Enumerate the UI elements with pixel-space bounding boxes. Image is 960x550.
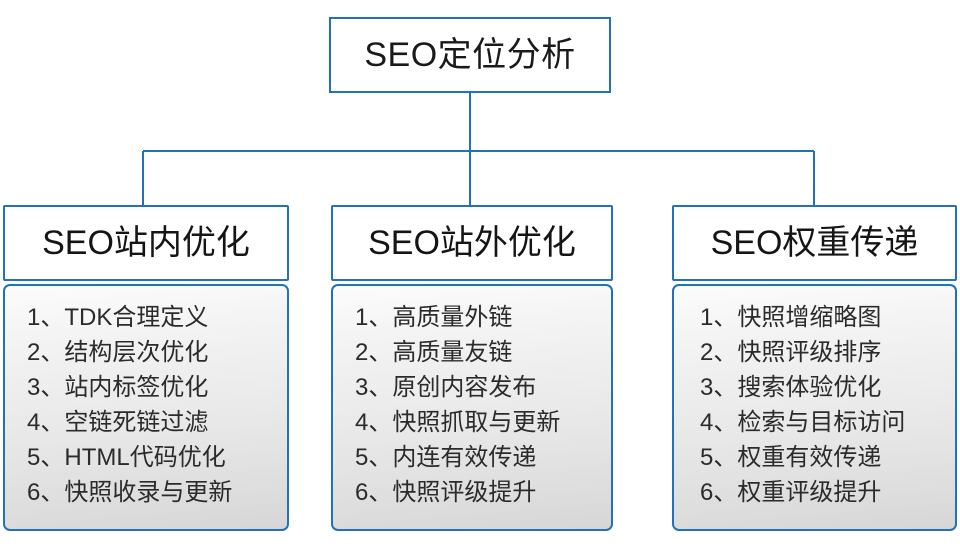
list-item-index: 6、 bbox=[700, 479, 738, 506]
list-item: 6、快照收录与更新 bbox=[27, 475, 287, 510]
list-item-label: 快照收录与更新 bbox=[64, 479, 233, 506]
list-item-index: 1、 bbox=[700, 304, 738, 331]
list-item: 2、高质量友链 bbox=[355, 335, 611, 370]
list-item-label: 快照增缩略图 bbox=[737, 304, 882, 331]
branch-3-item-list: 1、快照增缩略图 2、快照评级排序 3、搜索体验优化 4、检索与目标访问 5、权… bbox=[674, 300, 955, 510]
list-item-index: 2、 bbox=[355, 339, 393, 366]
list-item-index: 3、 bbox=[27, 374, 65, 401]
list-item: 4、空链死链过滤 bbox=[27, 405, 287, 440]
root-node-title: SEO定位分析 bbox=[364, 36, 576, 74]
list-item: 6、权重评级提升 bbox=[700, 475, 955, 510]
branch-3-header[interactable]: SEO权重传递 bbox=[672, 205, 957, 281]
branch-2-header[interactable]: SEO站外优化 bbox=[331, 205, 613, 281]
list-item: 1、TDK合理定义 bbox=[27, 300, 287, 335]
list-item: 4、检索与目标访问 bbox=[700, 405, 955, 440]
list-item: 2、结构层次优化 bbox=[27, 335, 287, 370]
list-item-label: TDK合理定义 bbox=[64, 304, 209, 331]
list-item: 5、HTML代码优化 bbox=[27, 440, 287, 475]
list-item-label: 内连有效传递 bbox=[392, 444, 537, 471]
branch-1-panel: 1、TDK合理定义 2、结构层次优化 3、站内标签优化 4、空链死链过滤 5、H… bbox=[3, 284, 289, 531]
list-item: 4、快照抓取与更新 bbox=[355, 405, 611, 440]
branch-column-1: SEO站内优化 1、TDK合理定义 2、结构层次优化 3、站内标签优化 4、空链… bbox=[3, 205, 289, 531]
list-item-index: 2、 bbox=[27, 339, 65, 366]
branch-column-3: SEO权重传递 1、快照增缩略图 2、快照评级排序 3、搜索体验优化 4、检索与… bbox=[672, 205, 957, 531]
list-item-index: 4、 bbox=[27, 409, 65, 436]
list-item-index: 5、 bbox=[700, 444, 738, 471]
root-node[interactable]: SEO定位分析 bbox=[329, 17, 611, 93]
list-item-label: 站内标签优化 bbox=[64, 374, 209, 401]
list-item-index: 6、 bbox=[355, 479, 393, 506]
list-item-label: 快照评级提升 bbox=[392, 479, 537, 506]
branch-3-panel: 1、快照增缩略图 2、快照评级排序 3、搜索体验优化 4、检索与目标访问 5、权… bbox=[672, 284, 957, 531]
list-item: 6、快照评级提升 bbox=[355, 475, 611, 510]
list-item: 5、权重有效传递 bbox=[700, 440, 955, 475]
list-item-label: 快照抓取与更新 bbox=[392, 409, 561, 436]
list-item-index: 5、 bbox=[27, 444, 65, 471]
list-item: 5、内连有效传递 bbox=[355, 440, 611, 475]
list-item-index: 2、 bbox=[700, 339, 738, 366]
branch-2-panel: 1、高质量外链 2、高质量友链 3、原创内容发布 4、快照抓取与更新 5、内连有… bbox=[331, 284, 613, 531]
branch-2-item-list: 1、高质量外链 2、高质量友链 3、原创内容发布 4、快照抓取与更新 5、内连有… bbox=[333, 300, 611, 510]
list-item: 1、高质量外链 bbox=[355, 300, 611, 335]
list-item: 3、站内标签优化 bbox=[27, 370, 287, 405]
list-item-index: 1、 bbox=[27, 304, 65, 331]
list-item-index: 5、 bbox=[355, 444, 393, 471]
list-item-label: 搜索体验优化 bbox=[737, 374, 882, 401]
list-item-label: 高质量友链 bbox=[392, 339, 513, 366]
list-item-index: 4、 bbox=[355, 409, 393, 436]
list-item-label: 高质量外链 bbox=[392, 304, 513, 331]
list-item-label: 检索与目标访问 bbox=[737, 409, 906, 436]
list-item-label: 结构层次优化 bbox=[64, 339, 209, 366]
list-item-label: 权重评级提升 bbox=[737, 479, 882, 506]
list-item-label: 原创内容发布 bbox=[392, 374, 537, 401]
list-item-index: 3、 bbox=[700, 374, 738, 401]
list-item-index: 4、 bbox=[700, 409, 738, 436]
list-item-label: 快照评级排序 bbox=[737, 339, 882, 366]
branch-1-item-list: 1、TDK合理定义 2、结构层次优化 3、站内标签优化 4、空链死链过滤 5、H… bbox=[5, 300, 287, 510]
list-item: 2、快照评级排序 bbox=[700, 335, 955, 370]
list-item: 3、原创内容发布 bbox=[355, 370, 611, 405]
branch-3-title: SEO权重传递 bbox=[710, 224, 919, 262]
list-item-label: 权重有效传递 bbox=[737, 444, 882, 471]
list-item-index: 3、 bbox=[355, 374, 393, 401]
list-item-index: 6、 bbox=[27, 479, 65, 506]
branch-1-title: SEO站内优化 bbox=[42, 224, 250, 262]
branch-1-header[interactable]: SEO站内优化 bbox=[3, 205, 289, 281]
branch-column-2: SEO站外优化 1、高质量外链 2、高质量友链 3、原创内容发布 4、快照抓取与… bbox=[331, 205, 613, 531]
branch-2-title: SEO站外优化 bbox=[368, 224, 576, 262]
list-item: 3、搜索体验优化 bbox=[700, 370, 955, 405]
list-item-label: HTML代码优化 bbox=[64, 444, 226, 471]
list-item-label: 空链死链过滤 bbox=[64, 409, 209, 436]
list-item: 1、快照增缩略图 bbox=[700, 300, 955, 335]
list-item-index: 1、 bbox=[355, 304, 393, 331]
